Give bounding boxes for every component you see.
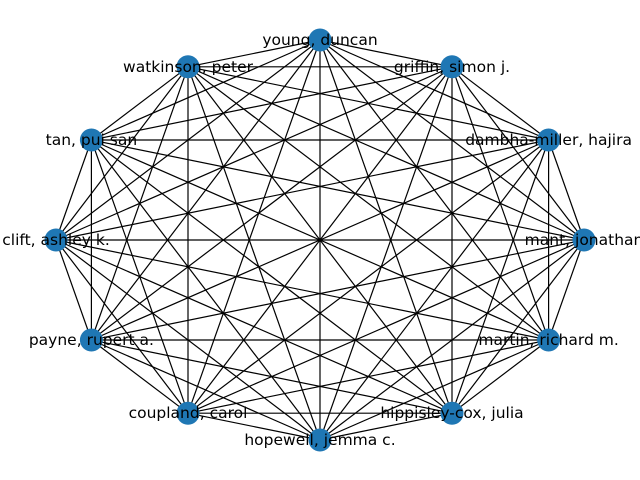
edge-tan-pui-san--clift-ashley-k — [55, 139, 92, 241]
edge-layer — [55, 39, 585, 441]
node-tan-pui-san — [79, 128, 103, 152]
edge-tan-pui-san--griffin-simon-j — [91, 66, 453, 141]
node-label-hippisley-cox-julia: hippisley-cox, julia — [380, 404, 523, 422]
node-label-payne-rupert-a: payne, rupert a. — [29, 331, 154, 349]
edge-hopewell-jemma-c--hippisley-cox-julia — [319, 412, 453, 441]
edge-clift-ashley-k--payne-rupert-a — [55, 239, 92, 341]
node-label-clift-ashley-k: clift, ashley k. — [2, 231, 110, 249]
edge-clift-ashley-k--martin-richard-m — [55, 239, 549, 341]
label-layer: young, duncan watkinson, peter tan, pui sa… — [2, 31, 640, 449]
node-mant-jonathan — [572, 228, 596, 252]
edge-hippisley-cox-julia--dambha-miller-hajira — [451, 139, 550, 414]
edge-coupland-carol--hopewell-jemma-c — [187, 412, 321, 441]
edge-dambha-miller-hajira--griffin-simon-j — [451, 66, 549, 141]
edge-coupland-carol--mant-jonathan — [187, 239, 585, 414]
edge-payne-rupert-a--coupland-carol — [91, 339, 189, 414]
edge-watkinson-peter--hopewell-jemma-c — [187, 66, 321, 441]
node-payne-rupert-a — [79, 328, 103, 352]
edge-mant-jonathan--griffin-simon-j — [451, 66, 585, 241]
edge-payne-rupert-a--griffin-simon-j — [91, 66, 453, 341]
edge-tan-pui-san--mant-jonathan — [91, 139, 585, 241]
edge-young-duncan--watkinson-peter — [187, 39, 321, 68]
edge-hopewell-jemma-c--martin-richard-m — [319, 339, 549, 441]
node-young-duncan — [308, 28, 332, 52]
node-martin-richard-m — [537, 328, 561, 352]
edge-clift-ashley-k--griffin-simon-j — [55, 66, 453, 241]
edge-hopewell-jemma-c--griffin-simon-j — [319, 66, 453, 441]
edge-young-duncan--griffin-simon-j — [319, 39, 453, 68]
node-hippisley-cox-julia — [440, 401, 464, 425]
node-label-hopewell-jemma-c: hopewell, jemma c. — [244, 431, 395, 449]
edge-watkinson-peter--tan-pui-san — [91, 66, 189, 141]
node-label-mant-jonathan: mant, jonathan — [525, 231, 640, 249]
node-watkinson-peter — [176, 55, 200, 79]
edge-young-duncan--hippisley-cox-julia — [319, 39, 453, 414]
edge-watkinson-peter--martin-richard-m — [187, 66, 549, 341]
node-label-watkinson-peter: watkinson, peter — [123, 58, 254, 76]
edge-hopewell-jemma-c--dambha-miller-hajira — [319, 139, 550, 441]
node-layer — [44, 28, 596, 452]
node-hopewell-jemma-c — [308, 428, 332, 452]
node-label-tan-pui-san: tan, pui san — [46, 131, 138, 149]
edge-coupland-carol--griffin-simon-j — [187, 66, 453, 414]
node-label-griffin-simon-j: griffin, simon j. — [394, 58, 510, 76]
edge-hippisley-cox-julia--mant-jonathan — [451, 239, 585, 414]
node-dambha-miller-hajira — [537, 128, 561, 152]
edge-mant-jonathan--dambha-miller-hajira — [548, 139, 585, 241]
node-clift-ashley-k — [44, 228, 68, 252]
edge-payne-rupert-a--mant-jonathan — [91, 239, 585, 341]
node-griffin-simon-j — [440, 55, 464, 79]
edge-martin-richard-m--griffin-simon-j — [451, 66, 550, 341]
node-label-young-duncan: young, duncan — [262, 31, 377, 49]
edge-coupland-carol--dambha-miller-hajira — [187, 139, 549, 414]
node-label-dambha-miller-hajira: dambha-miller, hajira — [465, 131, 632, 149]
edge-martin-richard-m--mant-jonathan — [548, 239, 585, 341]
edge-tan-pui-san--hippisley-cox-julia — [91, 139, 453, 414]
edge-hippisley-cox-julia--martin-richard-m — [451, 339, 549, 414]
node-label-martin-richard-m: martin, richard m. — [478, 331, 618, 349]
node-label-coupland-carol: coupland, carol — [129, 404, 248, 422]
edge-clift-ashley-k--dambha-miller-hajira — [55, 139, 549, 241]
edge-young-duncan--coupland-carol — [187, 39, 321, 414]
node-coupland-carol — [176, 401, 200, 425]
